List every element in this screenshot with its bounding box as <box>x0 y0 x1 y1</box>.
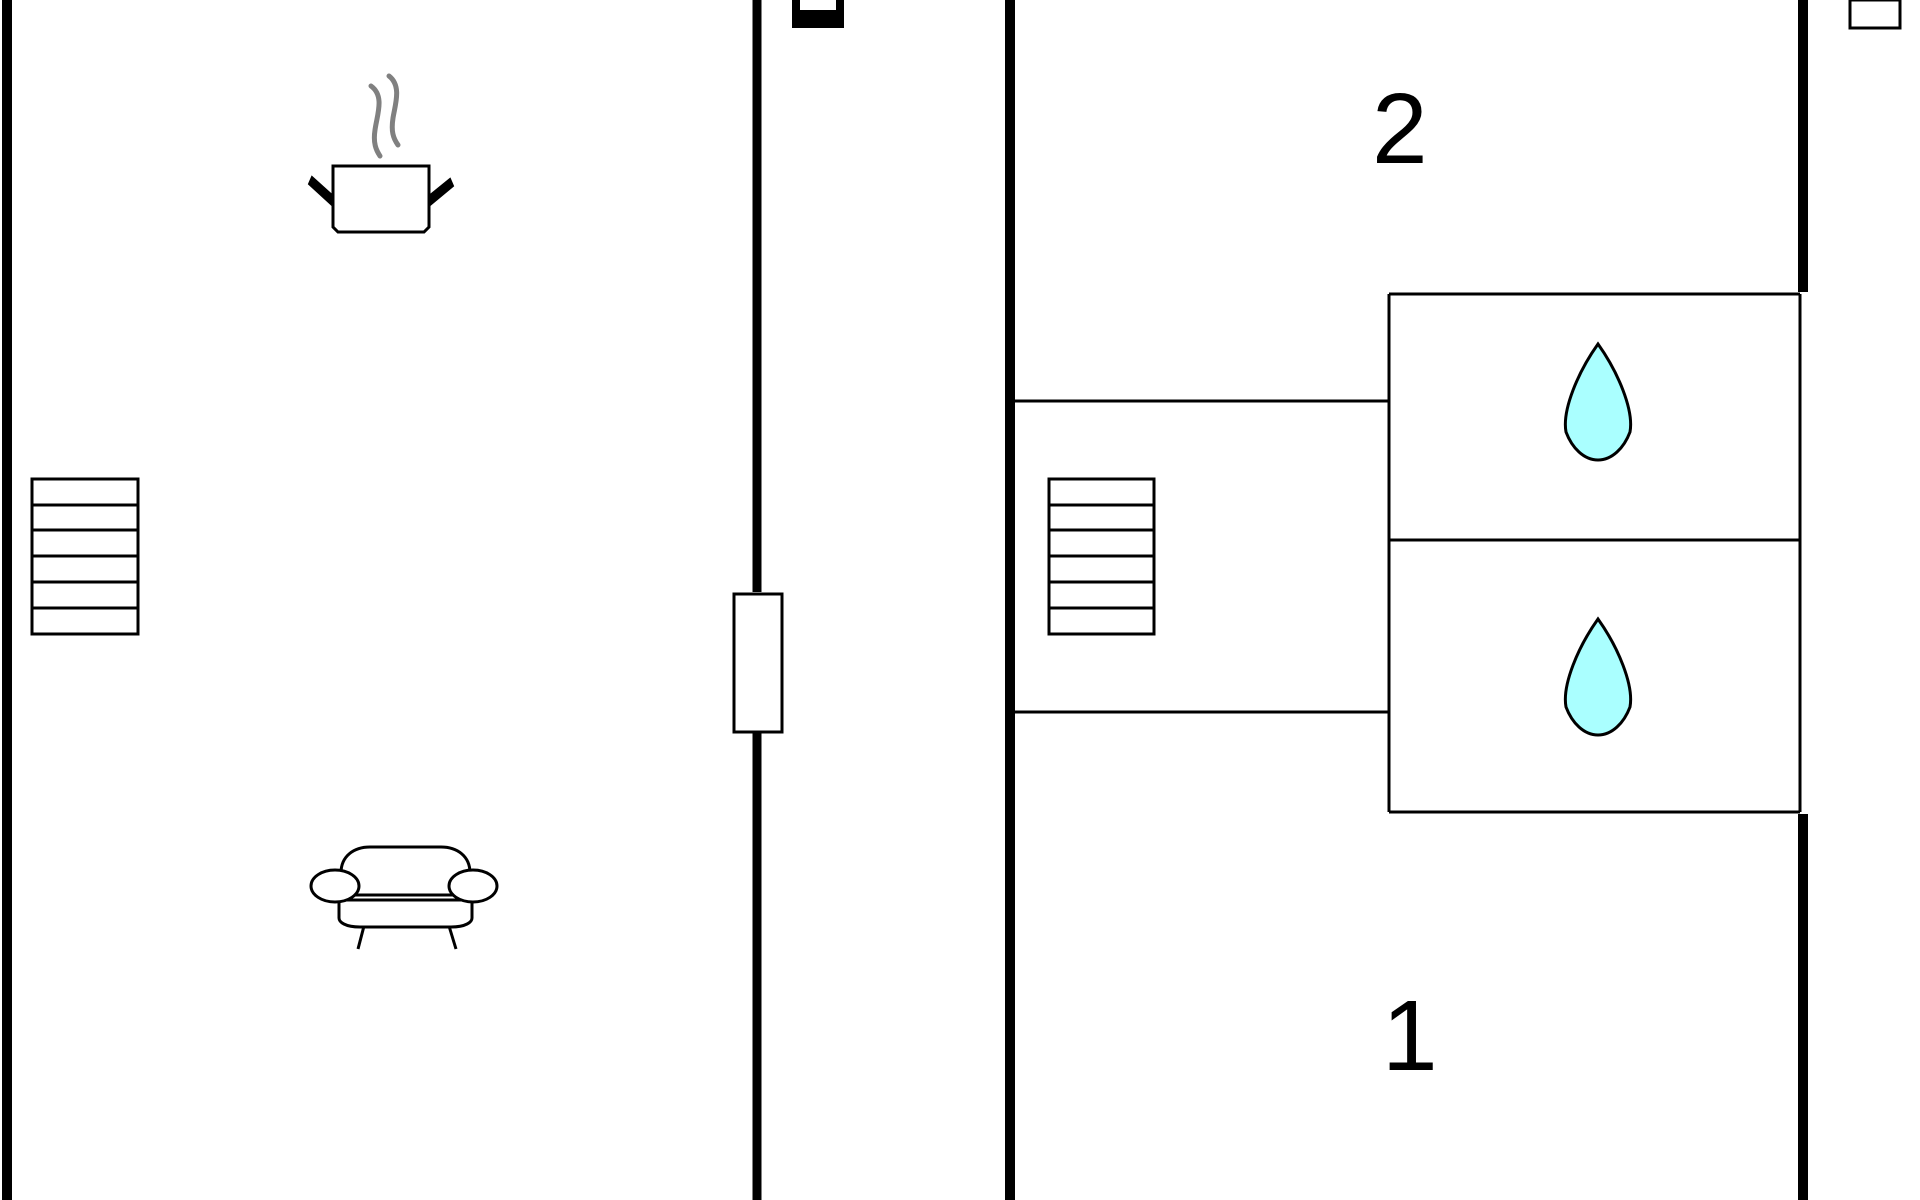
sofa-icon <box>309 845 499 950</box>
radiator-icon <box>1047 477 1156 636</box>
radiator-icon <box>30 477 140 636</box>
walls <box>2 0 1808 1200</box>
door-middle-wall[interactable] <box>732 592 784 734</box>
room-number-1: 1 <box>1382 980 1438 1092</box>
top-wall-marker-light <box>800 0 836 10</box>
room-number-2: 2 <box>1372 73 1428 185</box>
bathroom-partitions <box>1014 292 1802 814</box>
steam-icon <box>386 73 401 148</box>
cooking-pot-icon <box>307 73 455 234</box>
water-drop-icon <box>1563 616 1633 737</box>
water-drop-icon <box>1563 341 1633 462</box>
top-right-marker <box>1848 0 1902 30</box>
steam-icon <box>368 83 383 159</box>
